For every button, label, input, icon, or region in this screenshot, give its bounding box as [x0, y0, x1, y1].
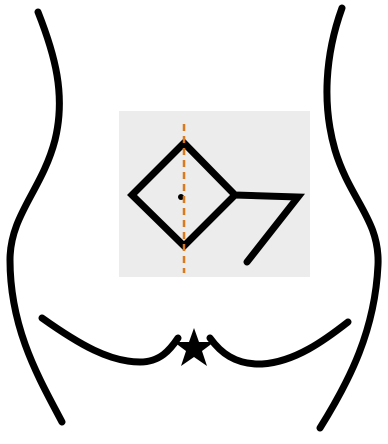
torso-right-outline — [320, 8, 378, 428]
torso-left-outline — [10, 12, 62, 422]
groin-line-right — [210, 322, 348, 364]
star-icon — [174, 328, 214, 366]
groin-line-left — [42, 318, 178, 362]
